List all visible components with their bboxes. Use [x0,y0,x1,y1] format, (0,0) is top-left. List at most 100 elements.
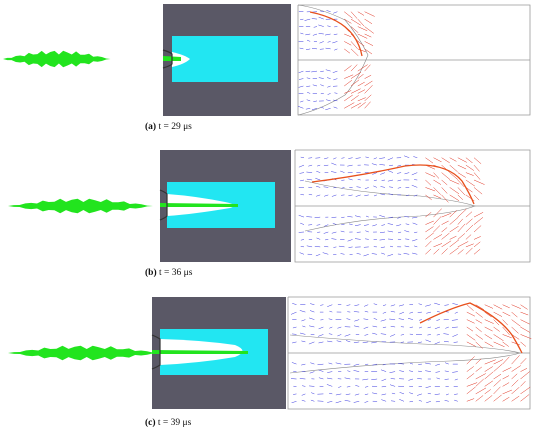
velocity-vector [354,304,360,306]
velocity-vector [511,355,520,365]
velocity-vector [348,223,353,225]
jet-tip-c [152,350,248,354]
velocity-vector [353,363,360,366]
velocity-vector [484,326,493,332]
velocity-vector [465,157,473,164]
velocity-vector [465,234,472,240]
velocity-vector [292,341,297,344]
velocity-vector [363,326,369,329]
jet-tip-b [160,203,238,207]
velocity-vector [441,157,450,164]
velocity-vector [348,194,353,197]
velocity-vector [345,393,351,395]
velocity-vector [301,399,306,402]
velocity-vector [323,164,329,167]
velocity-vector [520,334,532,340]
velocity-vector [335,401,342,404]
velocity-vector [389,186,394,188]
velocity-vector [344,400,351,402]
velocity-vector [484,304,494,309]
velocity-vector [418,319,422,321]
velocity-vector [310,303,315,305]
velocity-vector [333,246,337,248]
velocity-vector [325,108,331,111]
velocity-vector [425,220,434,225]
velocity-vector [306,99,311,102]
velocity-vector [457,241,469,248]
velocity-vector [484,366,493,372]
velocity-vector [344,80,353,87]
velocity-vector [364,41,374,46]
velocity-vector [520,311,529,316]
target-outline-a [297,4,531,116]
velocity-vector [457,179,465,187]
velocity-vector [417,378,422,380]
velocity-vector [382,311,387,314]
velocity-vector [441,240,452,248]
velocity-vector [433,208,442,218]
velocity-vector [373,185,377,188]
velocity-vector [475,373,486,380]
velocity-vector [336,340,342,343]
velocity-vector [315,157,321,159]
velocity-vector [300,222,305,225]
velocity-vector [405,238,410,240]
velocity-vector [449,164,458,172]
velocity-vector [318,33,324,35]
velocity-vector [332,41,338,44]
velocity-vector [357,64,368,72]
velocity-vector [502,367,512,372]
velocity-vector [493,394,502,402]
velocity-vector [412,239,418,242]
velocity-vector [413,194,418,197]
velocity-vector [473,241,481,248]
velocity-vector [409,392,414,395]
velocity-vector [434,393,440,395]
velocity-vector [502,356,510,365]
velocity-vector [353,311,360,313]
velocity-vector [444,400,449,402]
velocity-vector [355,157,361,159]
velocity-vector [457,164,467,170]
velocity-vector [520,371,530,380]
velocity-vector [380,172,386,175]
velocity-vector [301,363,306,366]
velocity-vector [326,99,331,102]
velocity-vector [298,78,304,80]
velocity-vector [338,245,345,248]
velocity-vector [344,94,353,102]
velocity-vector [364,26,374,34]
velocity-vector [381,386,387,388]
velocity-vector [493,304,503,310]
velocity-vector [365,215,369,218]
velocity-vector [300,239,305,241]
velocity-vector [466,304,474,311]
velocity-vector [356,186,361,188]
velocity-vector [397,216,402,219]
velocity-vector [473,225,482,233]
velocity-vector [305,70,311,73]
velocity-vector [381,224,386,226]
velocity-vector [327,340,333,343]
velocity-vector [364,101,371,109]
velocity-vector [304,18,311,21]
velocity-vector [425,226,434,233]
velocity-vector [299,47,304,50]
velocity-vector [451,319,458,321]
velocity-vector [380,369,387,372]
jet-shape [8,345,250,361]
velocity-vector [449,194,460,201]
velocity-vector [329,392,333,395]
velocity-vector [308,157,313,159]
velocity-vector [305,108,311,110]
velocity-vector [365,156,369,158]
velocity-vector [382,304,387,306]
velocity-vector [364,310,369,313]
velocity-vector [314,216,321,219]
velocity-vector [390,400,396,402]
velocity-vector [511,326,519,334]
velocity-vector [457,194,464,200]
jet-b [8,198,240,214]
velocity-vector [350,102,362,109]
target-edge-c [289,334,522,374]
